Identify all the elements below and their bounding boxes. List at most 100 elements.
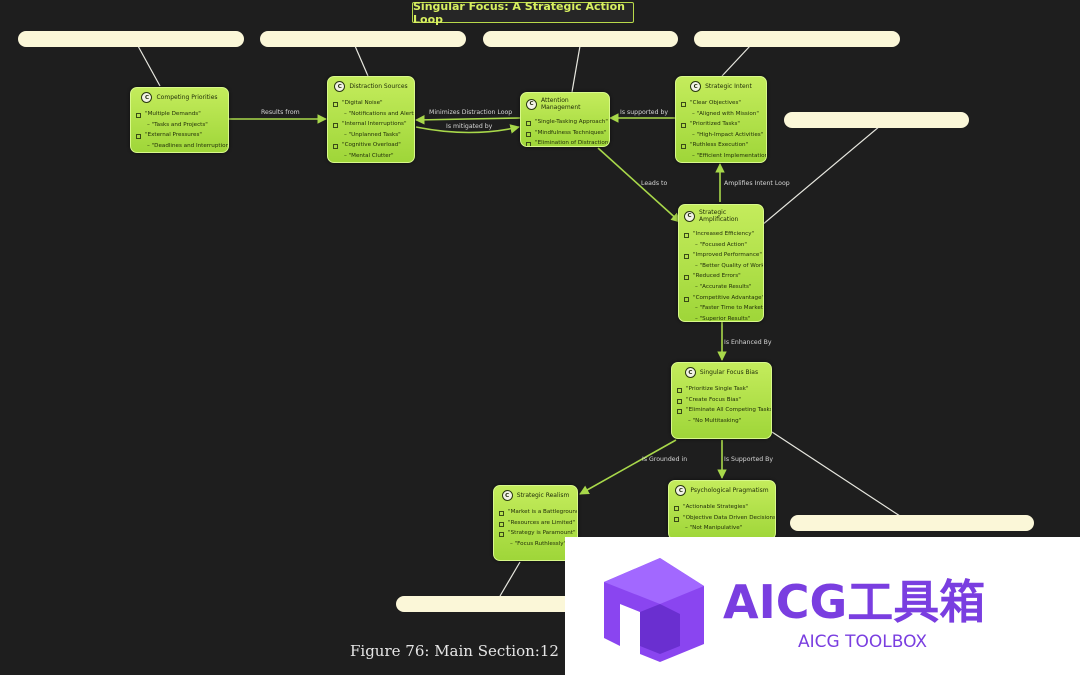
edge-label-supported: Is supported by bbox=[620, 109, 669, 116]
node-item-text: "Reduced Errors" bbox=[693, 273, 741, 280]
node-title: Strategic Amplification bbox=[699, 209, 739, 223]
node-item: "Ruthless Execution" bbox=[681, 140, 761, 151]
note-connector bbox=[571, 45, 581, 93]
node-subitem: – "Aligned with Mission" bbox=[681, 109, 761, 120]
node-item-text: "Mental Clutter" bbox=[348, 152, 394, 159]
node-item: "Clear Objectives" bbox=[681, 98, 761, 109]
node-item: "Eliminate All Competing Tasks" bbox=[677, 405, 771, 416]
node-subitem: – "Unplanned Tasks" bbox=[333, 130, 409, 141]
note-connector bbox=[761, 125, 881, 226]
node-title: Distraction Sources bbox=[349, 83, 408, 90]
node-item: "Increased Efficiency" bbox=[684, 229, 758, 240]
figure-caption: Figure 76: Main Section:12 bbox=[350, 642, 559, 660]
node-subitem: – "Accurate Results" bbox=[684, 282, 758, 293]
node-item-text: "Tasks and Projects" bbox=[151, 121, 208, 128]
node-subitem: – "Better Quality of Work" bbox=[684, 261, 763, 272]
node-item-text: "Elimination of Distractions" bbox=[535, 140, 610, 147]
node-title: Psychological Pragmatism bbox=[690, 487, 769, 494]
node-item: "Reduced Errors" bbox=[684, 271, 758, 282]
node-strategic-amplification[interactable]: C Strategic Amplification "Increased Effic… bbox=[678, 204, 764, 322]
note-bubble bbox=[694, 31, 900, 47]
node-item-text: "Focus Ruthlessly" bbox=[514, 540, 567, 547]
edge-label-results-from: Results from bbox=[261, 109, 300, 116]
node-item: "Mindfulness Techniques" bbox=[526, 128, 607, 139]
node-item-text: "Efficient Implementation" bbox=[696, 152, 767, 159]
node-subitem: – "Focused Action" bbox=[684, 240, 758, 251]
node-item-text: "Accurate Results" bbox=[699, 283, 752, 290]
node-subitem: – "Faster Time to Market" bbox=[684, 303, 763, 314]
edge-minimizes bbox=[415, 115, 521, 125]
node-title: Singular Focus Bias bbox=[699, 369, 759, 376]
note-bubble bbox=[18, 31, 244, 47]
node-item-text: "Unplanned Tasks" bbox=[348, 131, 401, 138]
diagram-title: Singular Focus: A Strategic Action Loop bbox=[412, 0, 634, 26]
node-item-text: "Single-Tasking Approach" bbox=[535, 119, 608, 125]
class-badge-icon: C bbox=[675, 485, 687, 496]
class-badge-icon: C bbox=[684, 210, 695, 222]
node-item-text: "Faster Time to Market" bbox=[699, 305, 764, 312]
node-item-text: "Digital Noise" bbox=[342, 100, 383, 106]
sub-dash-icon: – bbox=[695, 241, 700, 248]
note-bubble bbox=[396, 596, 606, 612]
node-item-text: "Increased Efficiency" bbox=[693, 231, 755, 237]
node-title: Attention Management bbox=[541, 97, 581, 111]
edge-label-leads: Leads to bbox=[641, 180, 668, 187]
node-item-text: "Deadlines and Interruptions" bbox=[151, 142, 229, 149]
edge-label-supported-by: Is Supported By bbox=[724, 456, 774, 463]
node-item-text: "Resources are Limited" bbox=[508, 519, 576, 526]
edge-label-mitigated: Is mitigated by bbox=[446, 123, 493, 130]
note-connector bbox=[499, 561, 521, 597]
node-title: Strategic Intent bbox=[705, 83, 752, 90]
edge-label-minimizes: Minimizes Distraction Loop bbox=[429, 109, 513, 116]
node-item: "Internal Interruptions" bbox=[333, 119, 409, 130]
watermark-logo-icon bbox=[604, 558, 704, 662]
watermark-brand: AICG工具箱 bbox=[723, 575, 986, 629]
sub-dash-icon: – bbox=[692, 110, 697, 117]
edge-grounded bbox=[579, 439, 677, 495]
node-item-text: "Internal Interruptions" bbox=[342, 121, 407, 128]
node-item-text: "Mindfulness Techniques" bbox=[535, 129, 607, 136]
node-item-text: "No Multitasking" bbox=[692, 417, 742, 424]
node-subitem: – "Tasks and Projects" bbox=[136, 120, 223, 131]
node-header: C Strategic Amplification bbox=[684, 209, 758, 223]
sub-dash-icon: – bbox=[344, 131, 349, 138]
node-item-text: "Cognitive Overload" bbox=[342, 142, 401, 149]
edge-mitigated bbox=[415, 124, 520, 134]
sub-dash-icon: – bbox=[695, 315, 700, 322]
node-item: "Create Focus Bias" bbox=[677, 395, 766, 406]
class-badge-icon: C bbox=[141, 92, 153, 103]
node-item: "Improved Performance" bbox=[684, 250, 762, 261]
note-connector bbox=[771, 431, 901, 517]
class-badge-icon: C bbox=[334, 81, 346, 92]
node-item-text: "Focused Action" bbox=[699, 241, 747, 248]
node-subitem: – "High-Impact Activities" bbox=[681, 130, 764, 141]
note-bubble bbox=[784, 112, 969, 128]
node-item-text: "Actionable Strategies" bbox=[683, 504, 748, 510]
class-badge-icon: C bbox=[684, 367, 696, 378]
node-item-text: "Superior Results" bbox=[699, 315, 751, 322]
node-item-text: "Competitive Advantage" bbox=[693, 294, 764, 301]
node-subitem: – "Superior Results" bbox=[684, 314, 758, 322]
note-bubble bbox=[260, 31, 466, 47]
edge-label-amplifies: Amplifies Intent Loop bbox=[724, 180, 790, 187]
node-item: "Competitive Advantage" bbox=[684, 293, 763, 304]
node-item: "External Pressures" bbox=[136, 130, 223, 141]
sub-dash-icon: – bbox=[688, 417, 693, 424]
sub-dash-icon: – bbox=[695, 262, 700, 269]
node-item-text: "Notifications and Alerts" bbox=[348, 110, 415, 117]
node-subitem: – "No Multitasking" bbox=[677, 416, 766, 427]
note-connector bbox=[137, 45, 161, 87]
sub-dash-icon: – bbox=[692, 131, 697, 138]
node-item: "Prioritize Single Task" bbox=[677, 384, 766, 395]
node-item-text: "Clear Objectives" bbox=[690, 100, 741, 106]
node-item: "Actionable Strategies" bbox=[674, 502, 770, 513]
node-item-text: "High-Impact Activities" bbox=[696, 131, 764, 138]
